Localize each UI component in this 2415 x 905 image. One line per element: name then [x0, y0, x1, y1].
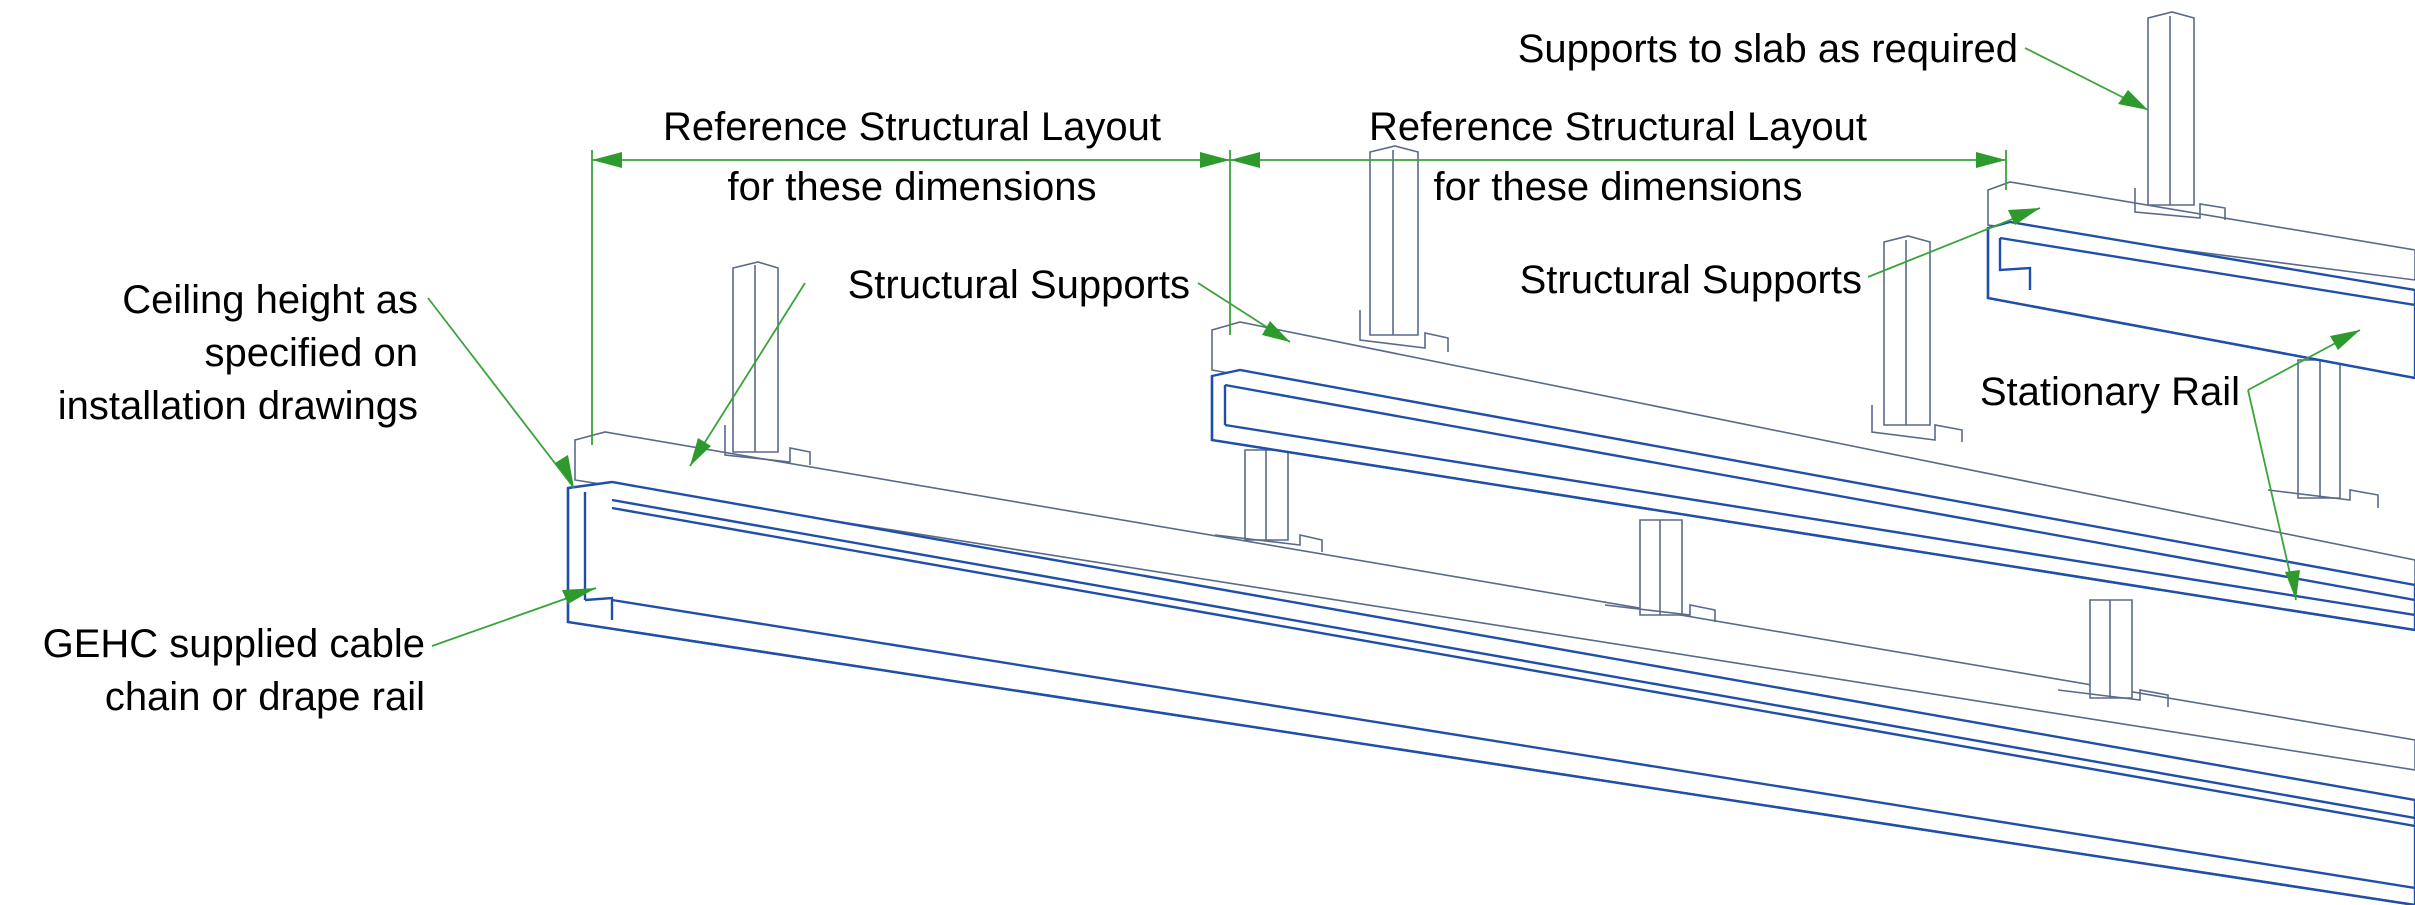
label-ceiling-line2: specified on	[205, 331, 418, 375]
support-post	[2267, 359, 2379, 508]
dimension-arrow	[592, 152, 622, 168]
label-ref-layout-2-line1: Reference Structural Layout	[1369, 105, 1867, 149]
support-post	[1604, 519, 1716, 622]
support-post	[1214, 449, 1323, 552]
label-ref-layout-2-line2: for these dimensions	[1433, 165, 1802, 209]
drape-rail	[566, 480, 2415, 905]
label-gehc-line1: GEHC supplied cable	[43, 622, 425, 666]
stationary-rail-middle	[1210, 368, 2415, 632]
support-post	[724, 261, 811, 465]
stationary-rail-rear	[1986, 220, 2415, 380]
support-posts	[724, 11, 2379, 707]
leader-lines	[427, 47, 2361, 647]
label-ref-layout-1-line1: Reference Structural Layout	[663, 105, 1161, 149]
dimension-arrow	[1976, 152, 2006, 168]
label-gehc-line2: chain or drape rail	[105, 675, 425, 719]
label-ceiling-line1: Ceiling height as	[122, 278, 418, 322]
support-post	[1871, 235, 1963, 442]
dimension-lines	[591, 150, 2007, 445]
label-structural-supports-2: Structural Supports	[1520, 258, 1862, 302]
labels: Supports to slab as required Reference S…	[43, 27, 2240, 719]
beam-middle	[1211, 321, 2415, 591]
rails	[566, 220, 2415, 905]
beam-front-left	[574, 431, 2415, 771]
support-post	[2134, 11, 2226, 220]
label-stationary-rail: Stationary Rail	[1980, 370, 2240, 414]
label-structural-supports-1: Structural Supports	[848, 263, 1190, 307]
support-post	[1359, 145, 1449, 352]
structural-beams	[574, 181, 2415, 771]
label-ref-layout-1-line2: for these dimensions	[727, 165, 1096, 209]
label-ceiling-line3: installation drawings	[58, 384, 418, 428]
label-supports-to-slab: Supports to slab as required	[1518, 27, 2018, 71]
dimension-arrow	[1230, 152, 1260, 168]
support-post	[2057, 599, 2169, 707]
dimension-arrow	[1200, 152, 1230, 168]
